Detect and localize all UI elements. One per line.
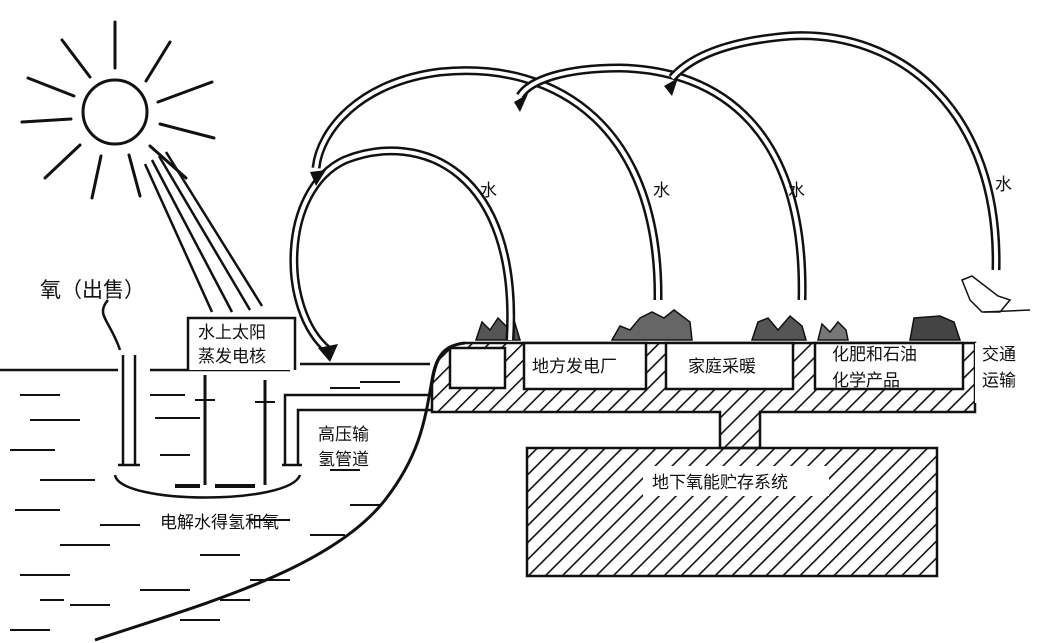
electrolysis-label: 电解水得氢和氧 [160, 513, 279, 533]
water-label-2: 水 [653, 181, 670, 201]
shoreline [94, 341, 466, 642]
fertilizer-label-line2: 化学产品 [832, 371, 900, 391]
home-heating-box [664, 341, 795, 391]
sunbeam-lines [143, 151, 264, 313]
transport-box-bg [975, 343, 1040, 403]
water-label-1: 水 [480, 181, 497, 201]
first-coast-box [448, 346, 507, 390]
water-label-3: 水 [788, 181, 805, 201]
oxygen-sale-label: 氧（出售） [40, 278, 145, 302]
oxygen-pipe [101, 299, 140, 467]
water-return-arcs [289, 31, 1001, 354]
fertilizer-box [813, 341, 965, 391]
home-heating-label: 家庭采暖 [688, 357, 756, 377]
water-arrow-heads [310, 78, 678, 362]
hydrogen-pipe [282, 393, 432, 467]
solar-station-label-line1: 水上太阳 [198, 323, 266, 343]
storage-label-bg [643, 466, 829, 496]
pipeline-label-line2: 氢管道 [318, 450, 369, 470]
solar-station-box [186, 316, 297, 370]
pipeline-label-line1: 高压输 [318, 425, 369, 445]
sun-icon [20, 20, 216, 200]
power-plant-box [522, 341, 648, 391]
storage-label: 地下氧能贮存系统 [652, 473, 788, 493]
electrolysis-unit [113, 375, 302, 499]
surface-equipment [474, 275, 1031, 341]
fertilizer-label-line1: 化肥和石油 [832, 345, 917, 365]
power-plant-label: 地方发电厂 [532, 357, 617, 377]
solar-station-label-line2: 蒸发电核 [198, 347, 266, 367]
water-label-4: 水 [995, 175, 1012, 195]
transport-label-line1: 交通 [982, 345, 1016, 365]
transport-label-line2: 运输 [982, 371, 1016, 391]
